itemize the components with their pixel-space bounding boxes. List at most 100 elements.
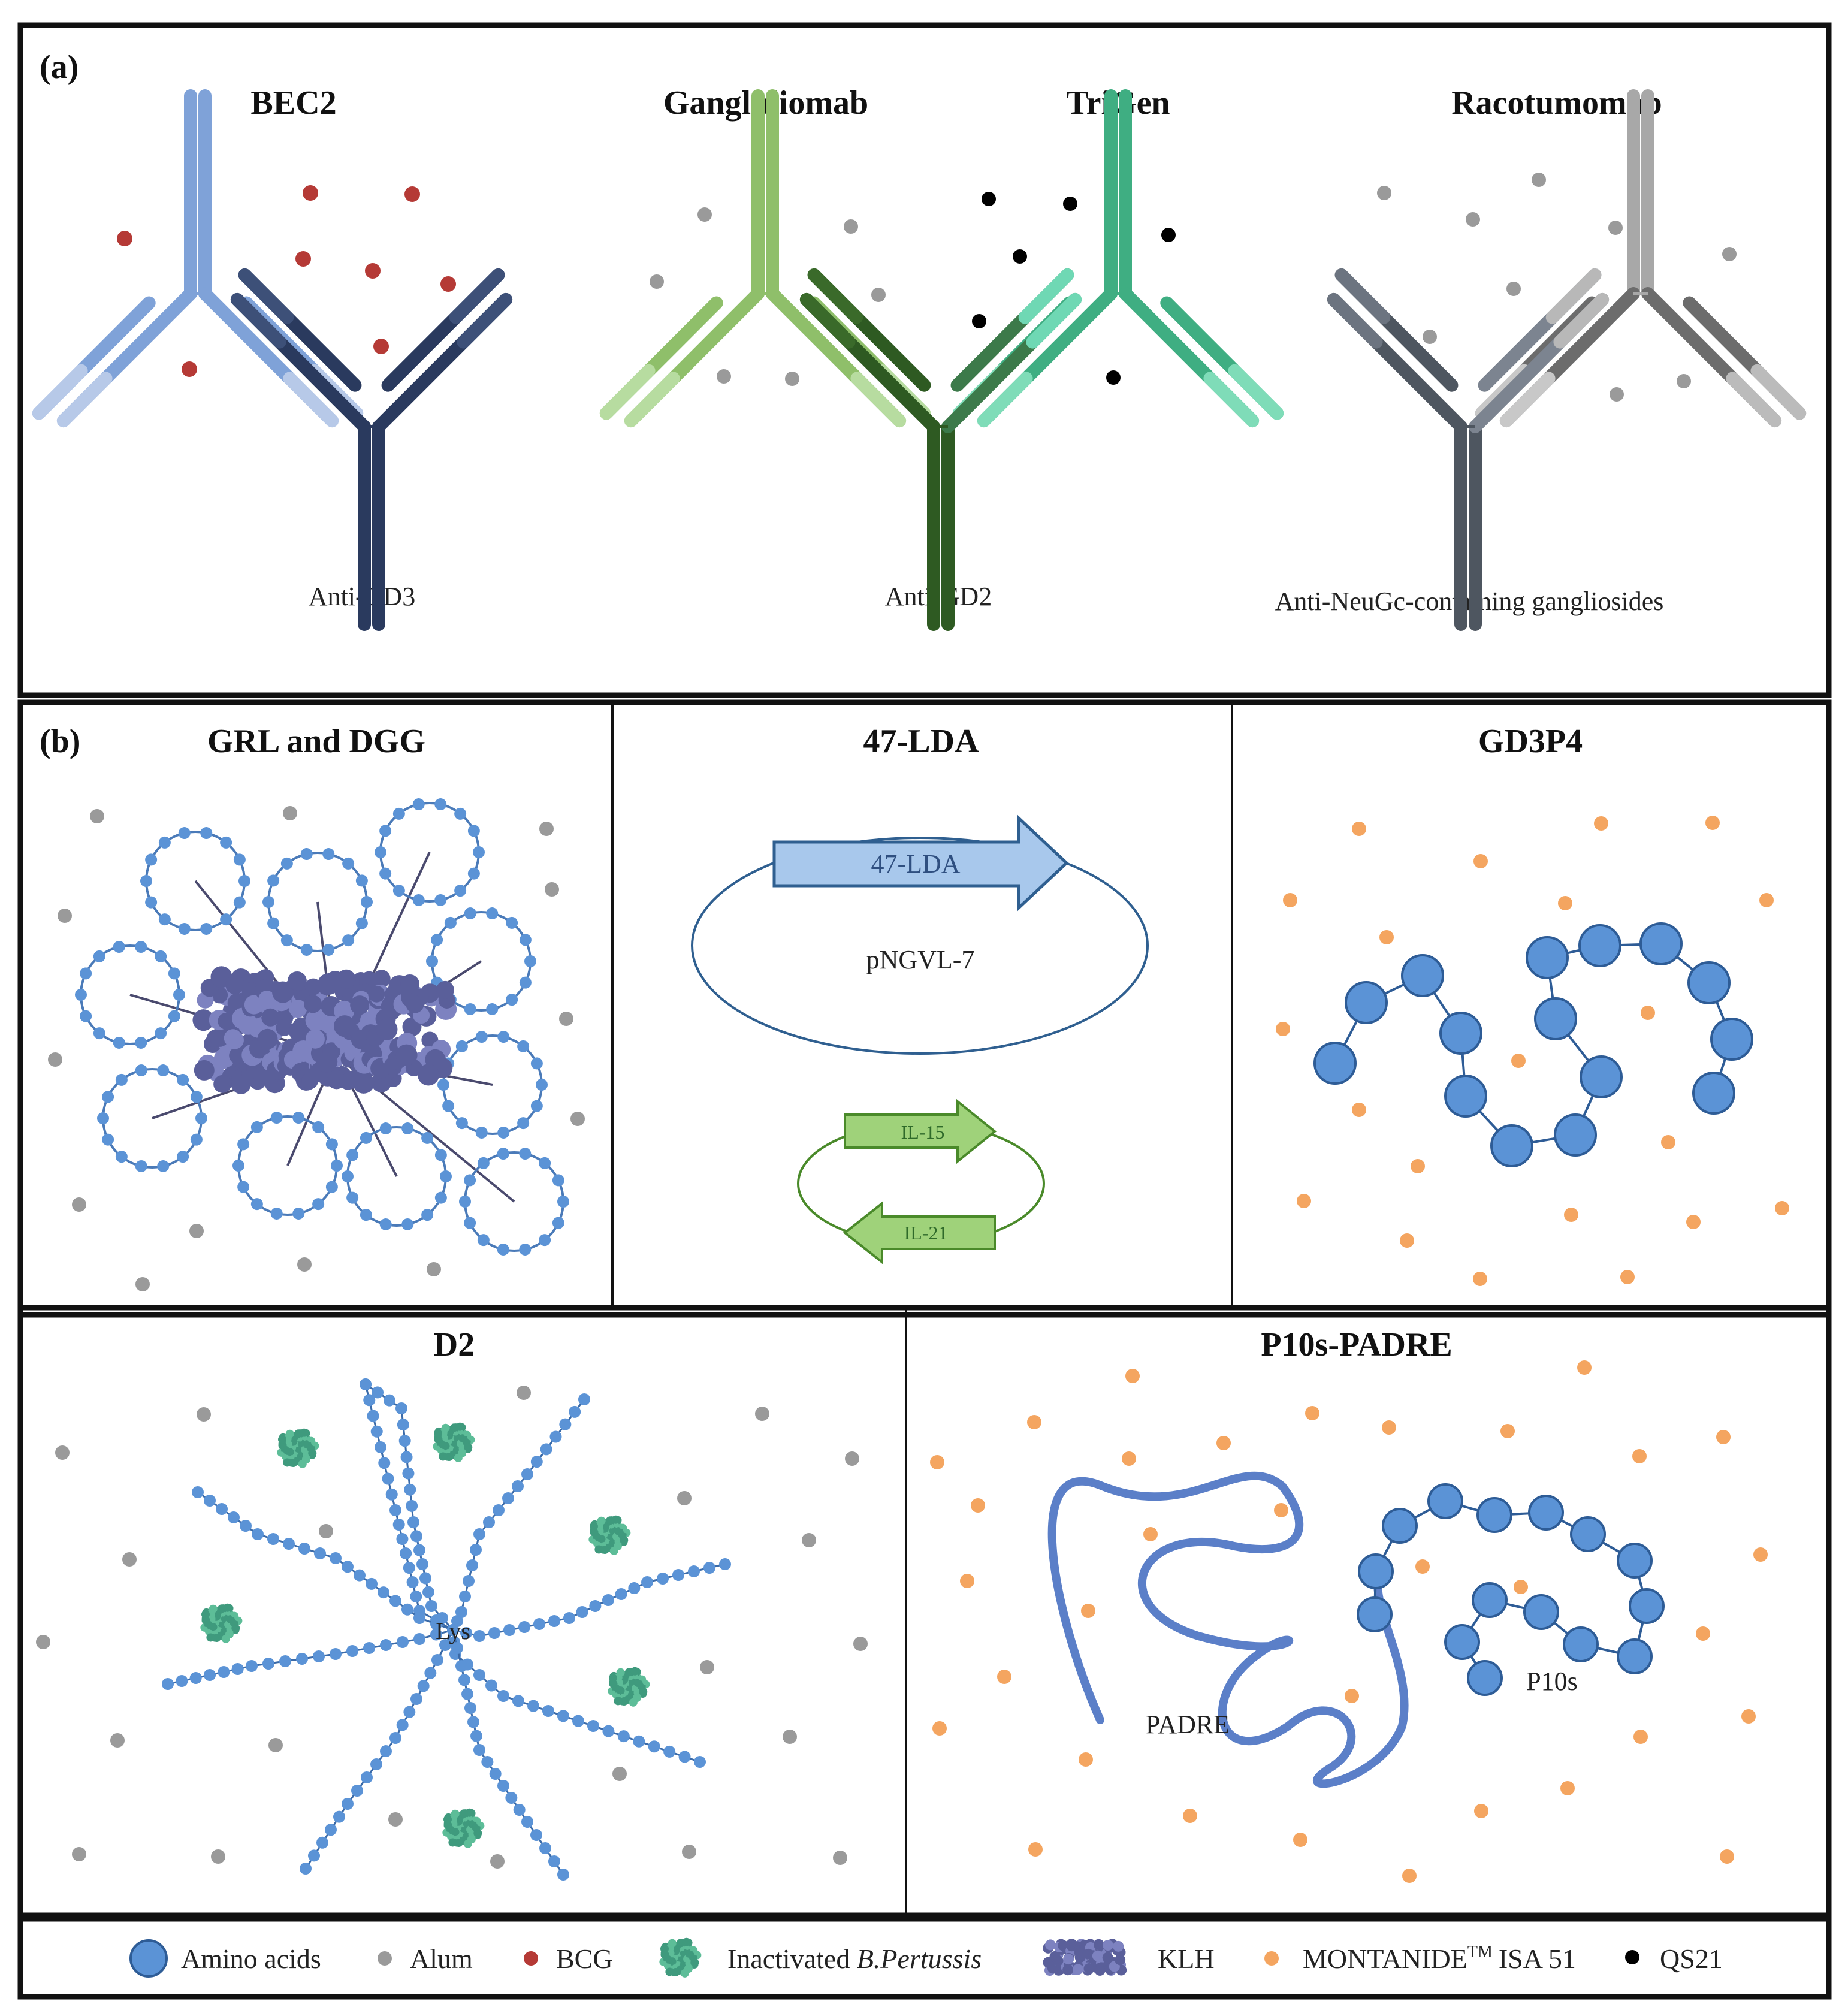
amino-acid [464, 1174, 476, 1187]
klh-subunit [225, 975, 245, 995]
amino-acid [135, 1160, 147, 1172]
amino-acid [401, 1218, 414, 1230]
plasmid-47-lda: 47-LDA pNGVL-7 [691, 814, 1149, 1055]
amino-acid [648, 1740, 660, 1753]
amino-acid [475, 1126, 488, 1139]
klh-subunit [218, 1012, 235, 1030]
qs21-dot [1063, 197, 1077, 211]
amino-acid-ring [140, 827, 250, 935]
pertussis-cell [594, 1545, 603, 1554]
antibody-tip [283, 372, 339, 428]
amino-acid [559, 1418, 572, 1430]
montanide-dot [1276, 1022, 1290, 1036]
amino-acid [464, 1003, 476, 1015]
antibody-tip [457, 292, 513, 349]
legend-montanide-name: MONTANIDE [1303, 1943, 1467, 1974]
amino-acid [145, 896, 158, 909]
pertussis-cell [600, 1546, 609, 1555]
amino-acid [379, 1218, 392, 1230]
amino-acid [486, 1003, 499, 1015]
alum-dot [844, 219, 858, 234]
amino-acid [536, 1079, 548, 1091]
amino-acid [375, 846, 386, 858]
amino-acid [378, 1586, 389, 1599]
qs21-dot [982, 192, 996, 206]
amino-acid [189, 1672, 202, 1684]
amino-acid [473, 1528, 485, 1540]
montanide-dot [997, 1670, 1011, 1684]
klh-subunit [400, 974, 420, 994]
pertussis-cell [297, 1436, 303, 1442]
antibody-tip [1026, 292, 1082, 349]
antibody-tip [807, 268, 863, 324]
amino-acid [233, 896, 246, 909]
pertussis-cell [453, 1430, 458, 1436]
amino-acid-ring [375, 798, 485, 906]
amino-acid [135, 1036, 147, 1049]
amino-acid [503, 1624, 515, 1636]
amino-acid [389, 1595, 401, 1607]
klh-subunit [406, 995, 424, 1013]
amino-acid [521, 1816, 533, 1828]
amino-acid [430, 1628, 442, 1641]
amino-acid [157, 1064, 170, 1077]
pertussis-cell [668, 1939, 677, 1948]
pertussis-cluster [659, 1937, 702, 1978]
amino-acid [157, 1160, 170, 1172]
amino-acid [93, 950, 105, 962]
amino-acid [1617, 1543, 1653, 1579]
legend-tm: TM [1467, 1943, 1493, 1961]
amino-acid [602, 1594, 614, 1606]
klh-subunit [304, 978, 322, 995]
amino-acid [342, 1561, 354, 1573]
amino-acid [267, 1533, 279, 1545]
amino-acid [178, 827, 191, 840]
pertussis-cell [221, 1634, 230, 1643]
alum-dot [72, 1197, 86, 1212]
amino-acid [517, 1040, 530, 1052]
pertussis-cell [231, 1623, 240, 1632]
amino-acid [97, 1112, 109, 1124]
amino-acid [404, 1483, 416, 1496]
montanide-dot [1500, 1424, 1515, 1438]
montanide-dot [1696, 1626, 1710, 1641]
alum-dot [122, 1552, 137, 1567]
montanide-dot [1352, 822, 1366, 836]
amino-acid [455, 1040, 468, 1052]
pertussis-cell [682, 1937, 691, 1946]
amino-acid [346, 1645, 358, 1657]
amino-acid [672, 1569, 684, 1581]
amino-acid [488, 1627, 500, 1639]
montanide-dot [1379, 930, 1394, 944]
amino-acid [298, 1543, 310, 1555]
montanide-dot [1274, 1503, 1288, 1517]
antibody-tip [850, 372, 907, 428]
alum-dot [36, 1635, 50, 1649]
amino-acid [1534, 997, 1577, 1040]
amino-acid [406, 1499, 418, 1512]
klh-subunit [288, 1021, 309, 1042]
amino-acid [576, 1606, 588, 1618]
pertussis-cell [608, 1673, 617, 1682]
amino-acid [370, 1425, 383, 1438]
amino-acid [314, 1547, 326, 1559]
amino-acid [200, 827, 213, 840]
amino-acid [477, 1234, 490, 1247]
montanide-dot [1716, 1430, 1731, 1444]
pertussis-cell [597, 1516, 606, 1525]
amino-acid-ring [342, 1122, 452, 1230]
alum-dot [539, 822, 554, 836]
amino-acid [280, 857, 293, 870]
amino-acid [1523, 1594, 1559, 1630]
pertussis-cell [616, 1668, 625, 1677]
amino-acid [519, 976, 532, 989]
pertussis-cell [441, 1423, 450, 1432]
montanide-dot [1122, 1451, 1136, 1466]
amino-acid [421, 1131, 434, 1144]
amino-acid [177, 1151, 189, 1163]
pertussis-cell [435, 1445, 440, 1451]
alum-dot [388, 1812, 403, 1827]
amino-acid [279, 1655, 291, 1667]
amino-acid [1358, 1553, 1394, 1589]
amino-acid [410, 1530, 422, 1543]
